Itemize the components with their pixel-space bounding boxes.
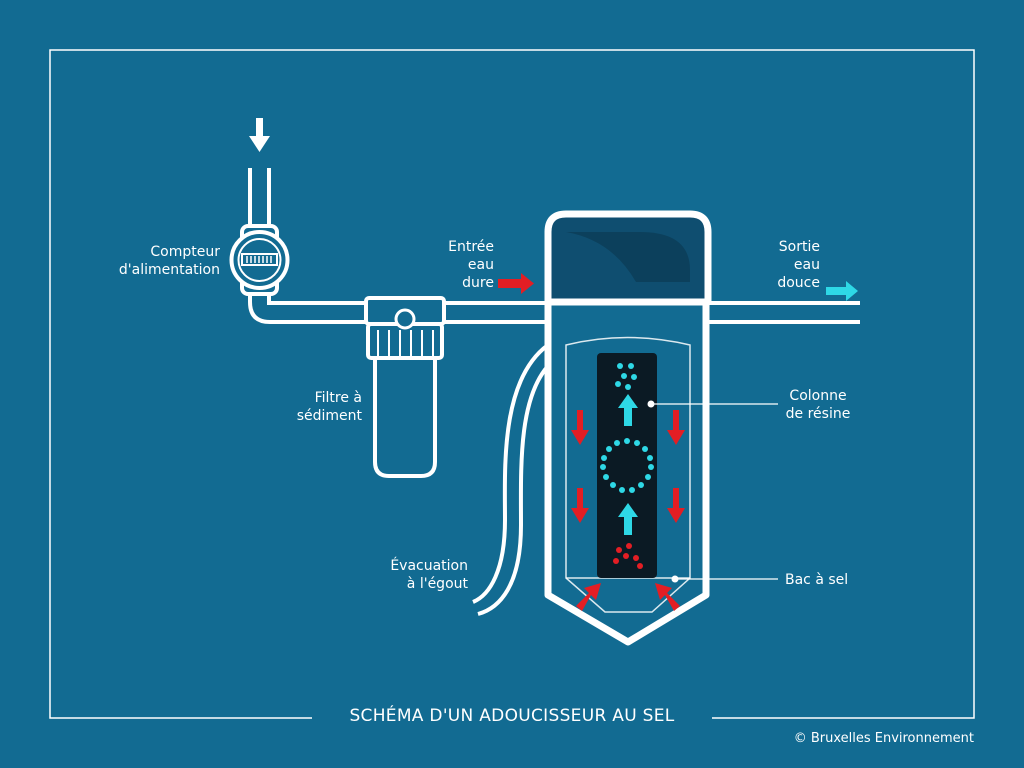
label-bac: Bac à sel: [785, 571, 848, 589]
label-line: dure: [462, 275, 494, 291]
label-line: de résine: [785, 406, 851, 422]
hard-water-inlet-arrow-icon: [498, 273, 534, 294]
label-line: Évacuation: [390, 558, 468, 574]
label-entree: Entrée eau dure: [410, 238, 494, 292]
label-compteur: Compteur d'alimentation: [100, 243, 220, 279]
label-colonne: Colonne de résine: [768, 387, 868, 423]
water-meter-icon: [229, 224, 290, 296]
label-line: à l'égout: [406, 576, 468, 592]
label-sortie: Sortie eau douce: [740, 238, 820, 292]
label-line: douce: [777, 275, 820, 291]
label-line: Entrée: [448, 239, 494, 255]
label-line: eau: [467, 257, 494, 273]
soft-ion-dots: [615, 363, 637, 390]
hard-water-down-arrow-icon: [571, 410, 685, 523]
hard-ion-dots: [613, 543, 643, 569]
inlet-arrow-icon: [249, 118, 270, 152]
frame: [49, 49, 975, 719]
leader-lines: [651, 403, 778, 580]
label-line: Sortie: [778, 239, 820, 255]
diagram-title: SCHÉMA D'UN ADOUCISSEUR AU SEL: [349, 706, 675, 726]
label-line: d'alimentation: [118, 262, 220, 278]
salt-bin: [565, 336, 691, 613]
credit: © Bruxelles Environnement: [793, 731, 974, 746]
label-filtre: Filtre à sédiment: [262, 389, 362, 425]
control-head-lid: [566, 232, 690, 282]
label-line: Compteur: [150, 244, 220, 260]
resin-column: [597, 353, 657, 578]
label-evacuation: Évacuation à l'égout: [358, 557, 468, 593]
label-line: Colonne: [789, 388, 847, 404]
outlet-pipe: [708, 301, 860, 324]
label-line: Filtre à: [314, 390, 362, 406]
label-line: Bac à sel: [785, 572, 849, 588]
label-line: eau: [793, 257, 820, 273]
ion-exchange-ring: [600, 438, 654, 493]
brine-arrow-icon: [576, 583, 680, 611]
soft-water-up-arrow-icon: [618, 394, 638, 535]
drain-hose: [472, 343, 550, 616]
sediment-filter-icon: [364, 296, 446, 478]
label-line: sédiment: [296, 408, 362, 424]
soft-water-outlet-arrow-icon: [826, 281, 858, 301]
